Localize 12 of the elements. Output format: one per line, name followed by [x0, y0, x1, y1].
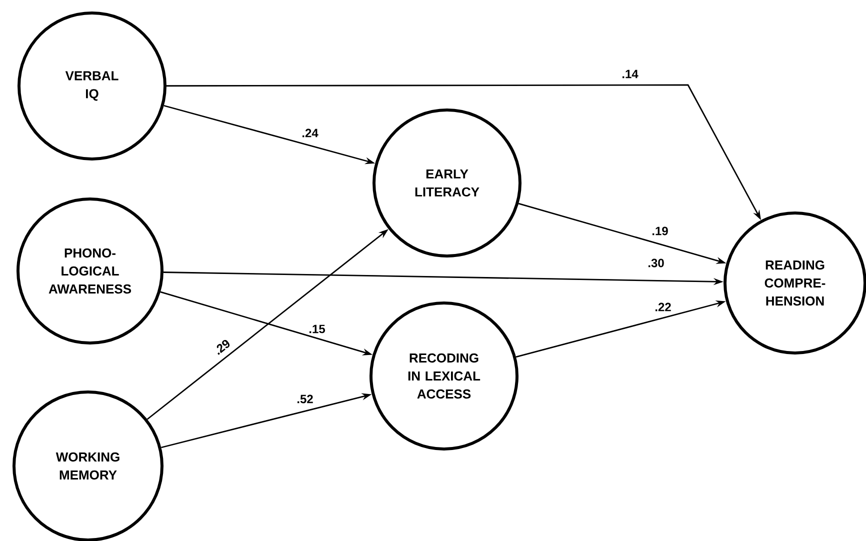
edge-label: .29 [211, 337, 233, 357]
edge-label: .15 [308, 324, 326, 334]
edge-label: .52 [296, 394, 314, 404]
edge-label: .24 [300, 128, 320, 138]
circle-node: RECODING IN LEXICAL ACCESS [370, 302, 518, 450]
circle-node: PHONO- LOGICAL AWARENESS [16, 198, 164, 344]
circle-node: VERBAL IQ [18, 12, 166, 160]
edge-label: .14 [620, 68, 640, 80]
edge-label: .30 [646, 258, 666, 268]
edge-label: .19 [650, 226, 670, 236]
circle-node: EARLY LITERACY [372, 108, 522, 258]
edge-label: .22 [654, 302, 672, 312]
